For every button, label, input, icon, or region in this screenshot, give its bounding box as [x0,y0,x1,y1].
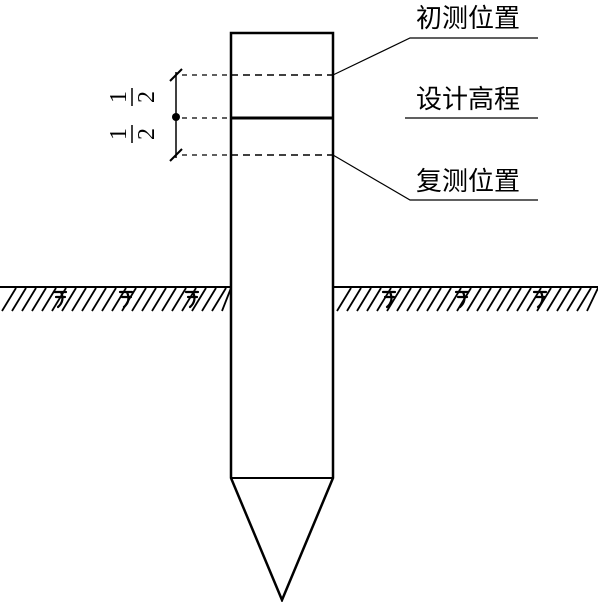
lower-fraction-numerator: 1 [106,128,132,140]
hatch-stroke [436,287,452,312]
hatch-stroke [31,287,47,312]
leader-initial-position [332,37,538,76]
hatch-stroke [356,287,372,312]
hatch-stroke [91,287,107,312]
hatch-stroke [396,287,412,312]
hatch-stroke [201,287,217,312]
hatch-stroke [576,287,592,312]
label-design-elevation: 设计高程 [416,85,520,115]
lower-fraction: 1 2 [106,125,160,143]
soil-symbol [52,290,68,309]
hatch-stroke [406,287,422,312]
hatch-stroke [566,287,582,312]
hatch-stroke [171,287,187,312]
dimension-tick-bottom [169,148,183,162]
leader-lines [332,37,538,201]
hatch-stroke [556,287,572,312]
hatch-stroke [346,287,362,312]
soil-symbol [532,290,548,309]
soil-symbol [454,290,470,309]
label-initial-position: 初测位置 [416,4,520,34]
hatch-stroke [61,287,77,312]
soil-symbols [52,290,548,309]
dimension-tick-top [169,68,183,82]
upper-fraction-numerator: 1 [106,91,132,103]
dimension-dot [172,113,180,121]
hatch-stroke [141,287,157,312]
hatch-stroke [516,287,532,312]
pile-body [229,31,335,602]
hatch-stroke [466,287,482,312]
hatch-stroke [586,287,598,312]
hatch-stroke [336,287,352,312]
hatch-stroke [151,287,167,312]
hatch-stroke [131,287,147,312]
leader-retest-position [332,154,538,201]
hatch-stroke [21,287,37,312]
hatch-stroke [486,287,502,312]
hatch-stroke [1,287,17,312]
hatch-stroke [11,287,27,312]
hatch-stroke [386,287,402,312]
hatch-stroke [426,287,442,312]
hatch-stroke [191,287,207,312]
upper-fraction-denominator: 2 [134,91,160,103]
soil-symbol [118,290,134,309]
hatch-stroke [101,287,117,312]
hatch-stroke [161,287,177,312]
hatch-stroke [476,287,492,312]
hatch-stroke [416,287,432,312]
hatch-stroke [546,287,562,312]
hatch-stroke [506,287,522,312]
soil-symbol [381,290,397,309]
hatch-stroke [211,287,227,312]
dimension-extension-lines [182,74,231,156]
hatch-stroke [81,287,97,312]
hatch-stroke [71,287,87,312]
hatch-stroke [366,287,382,312]
upper-fraction: 1 2 [106,88,160,106]
hatch-stroke [496,287,512,312]
hatch-stroke [221,287,232,312]
soil-symbol [184,290,200,309]
lower-fraction-denominator: 2 [134,128,160,140]
label-retest-position: 复测位置 [416,167,520,197]
